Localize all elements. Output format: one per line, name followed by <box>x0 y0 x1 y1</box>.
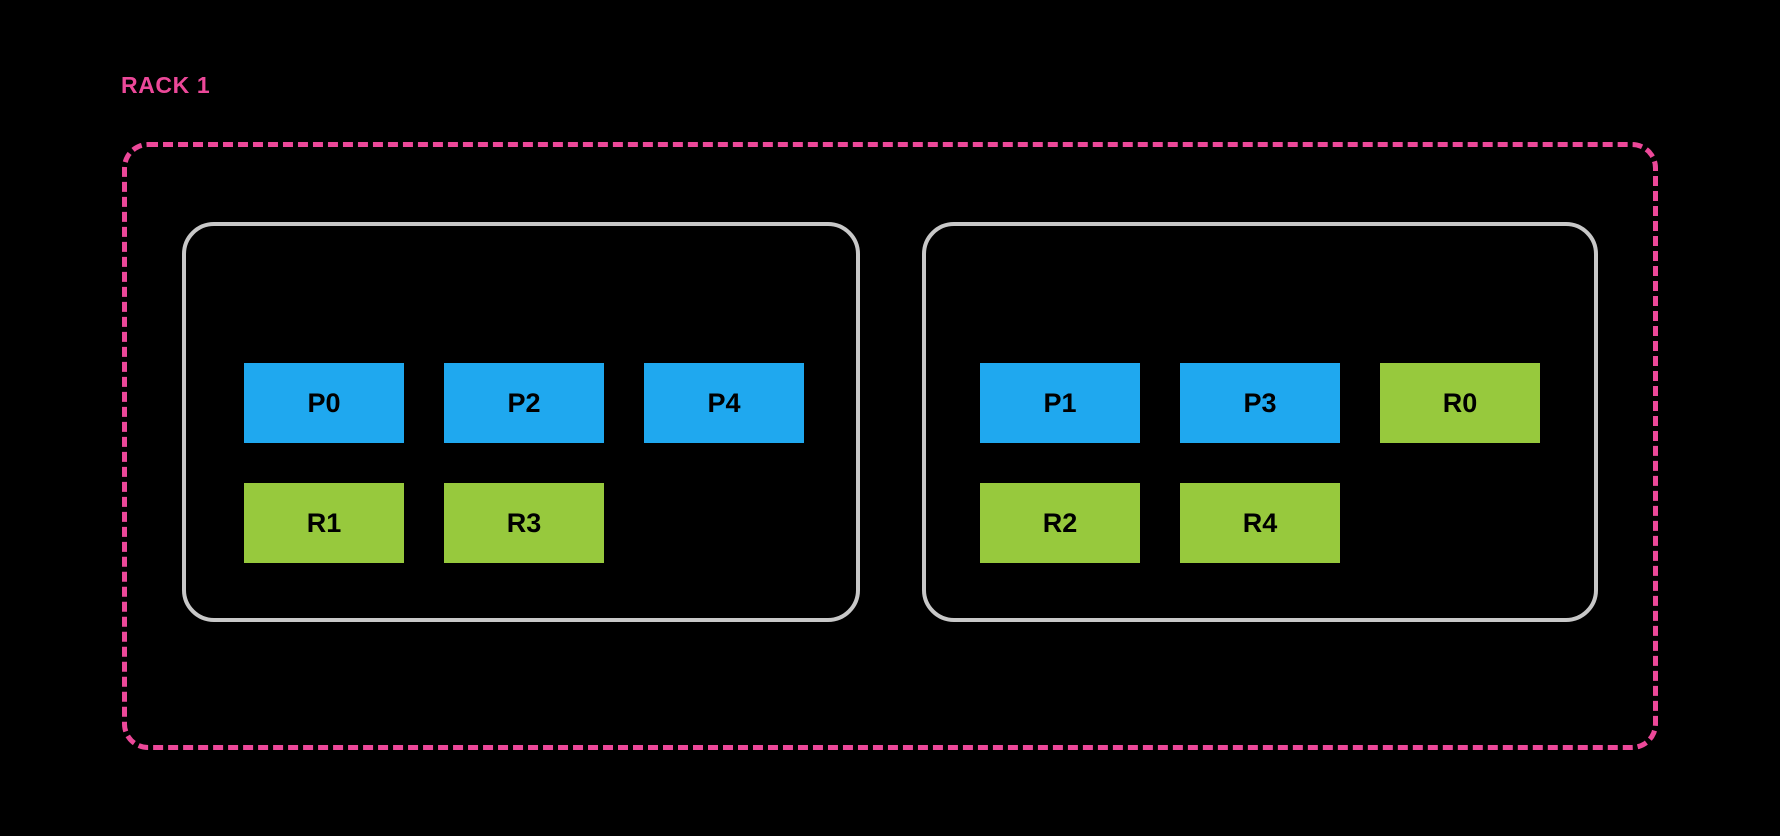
node-left-replica-row: R1 R3 <box>244 483 804 563</box>
node-right: P1 P3 R0 R2 R4 <box>922 222 1598 622</box>
rack-label: RACK 1 <box>121 72 211 98</box>
shard-slot-empty <box>644 483 804 563</box>
rack-boundary <box>122 142 1658 750</box>
shard-p1[interactable]: P1 <box>980 363 1140 443</box>
node-right-primary-row: P1 P3 R0 <box>980 363 1540 443</box>
shard-r1[interactable]: R1 <box>244 483 404 563</box>
shard-r0[interactable]: R0 <box>1380 363 1540 443</box>
shard-p3[interactable]: P3 <box>1180 363 1340 443</box>
shard-slot-empty <box>1380 483 1540 563</box>
shard-r4[interactable]: R4 <box>1180 483 1340 563</box>
shard-r3[interactable]: R3 <box>444 483 604 563</box>
node-left: P0 P2 P4 R1 R3 <box>182 222 860 622</box>
shard-r2[interactable]: R2 <box>980 483 1140 563</box>
node-left-primary-row: P0 P2 P4 <box>244 363 804 443</box>
shard-p4[interactable]: P4 <box>644 363 804 443</box>
shard-p2[interactable]: P2 <box>444 363 604 443</box>
node-right-replica-row: R2 R4 <box>980 483 1540 563</box>
shard-p0[interactable]: P0 <box>244 363 404 443</box>
